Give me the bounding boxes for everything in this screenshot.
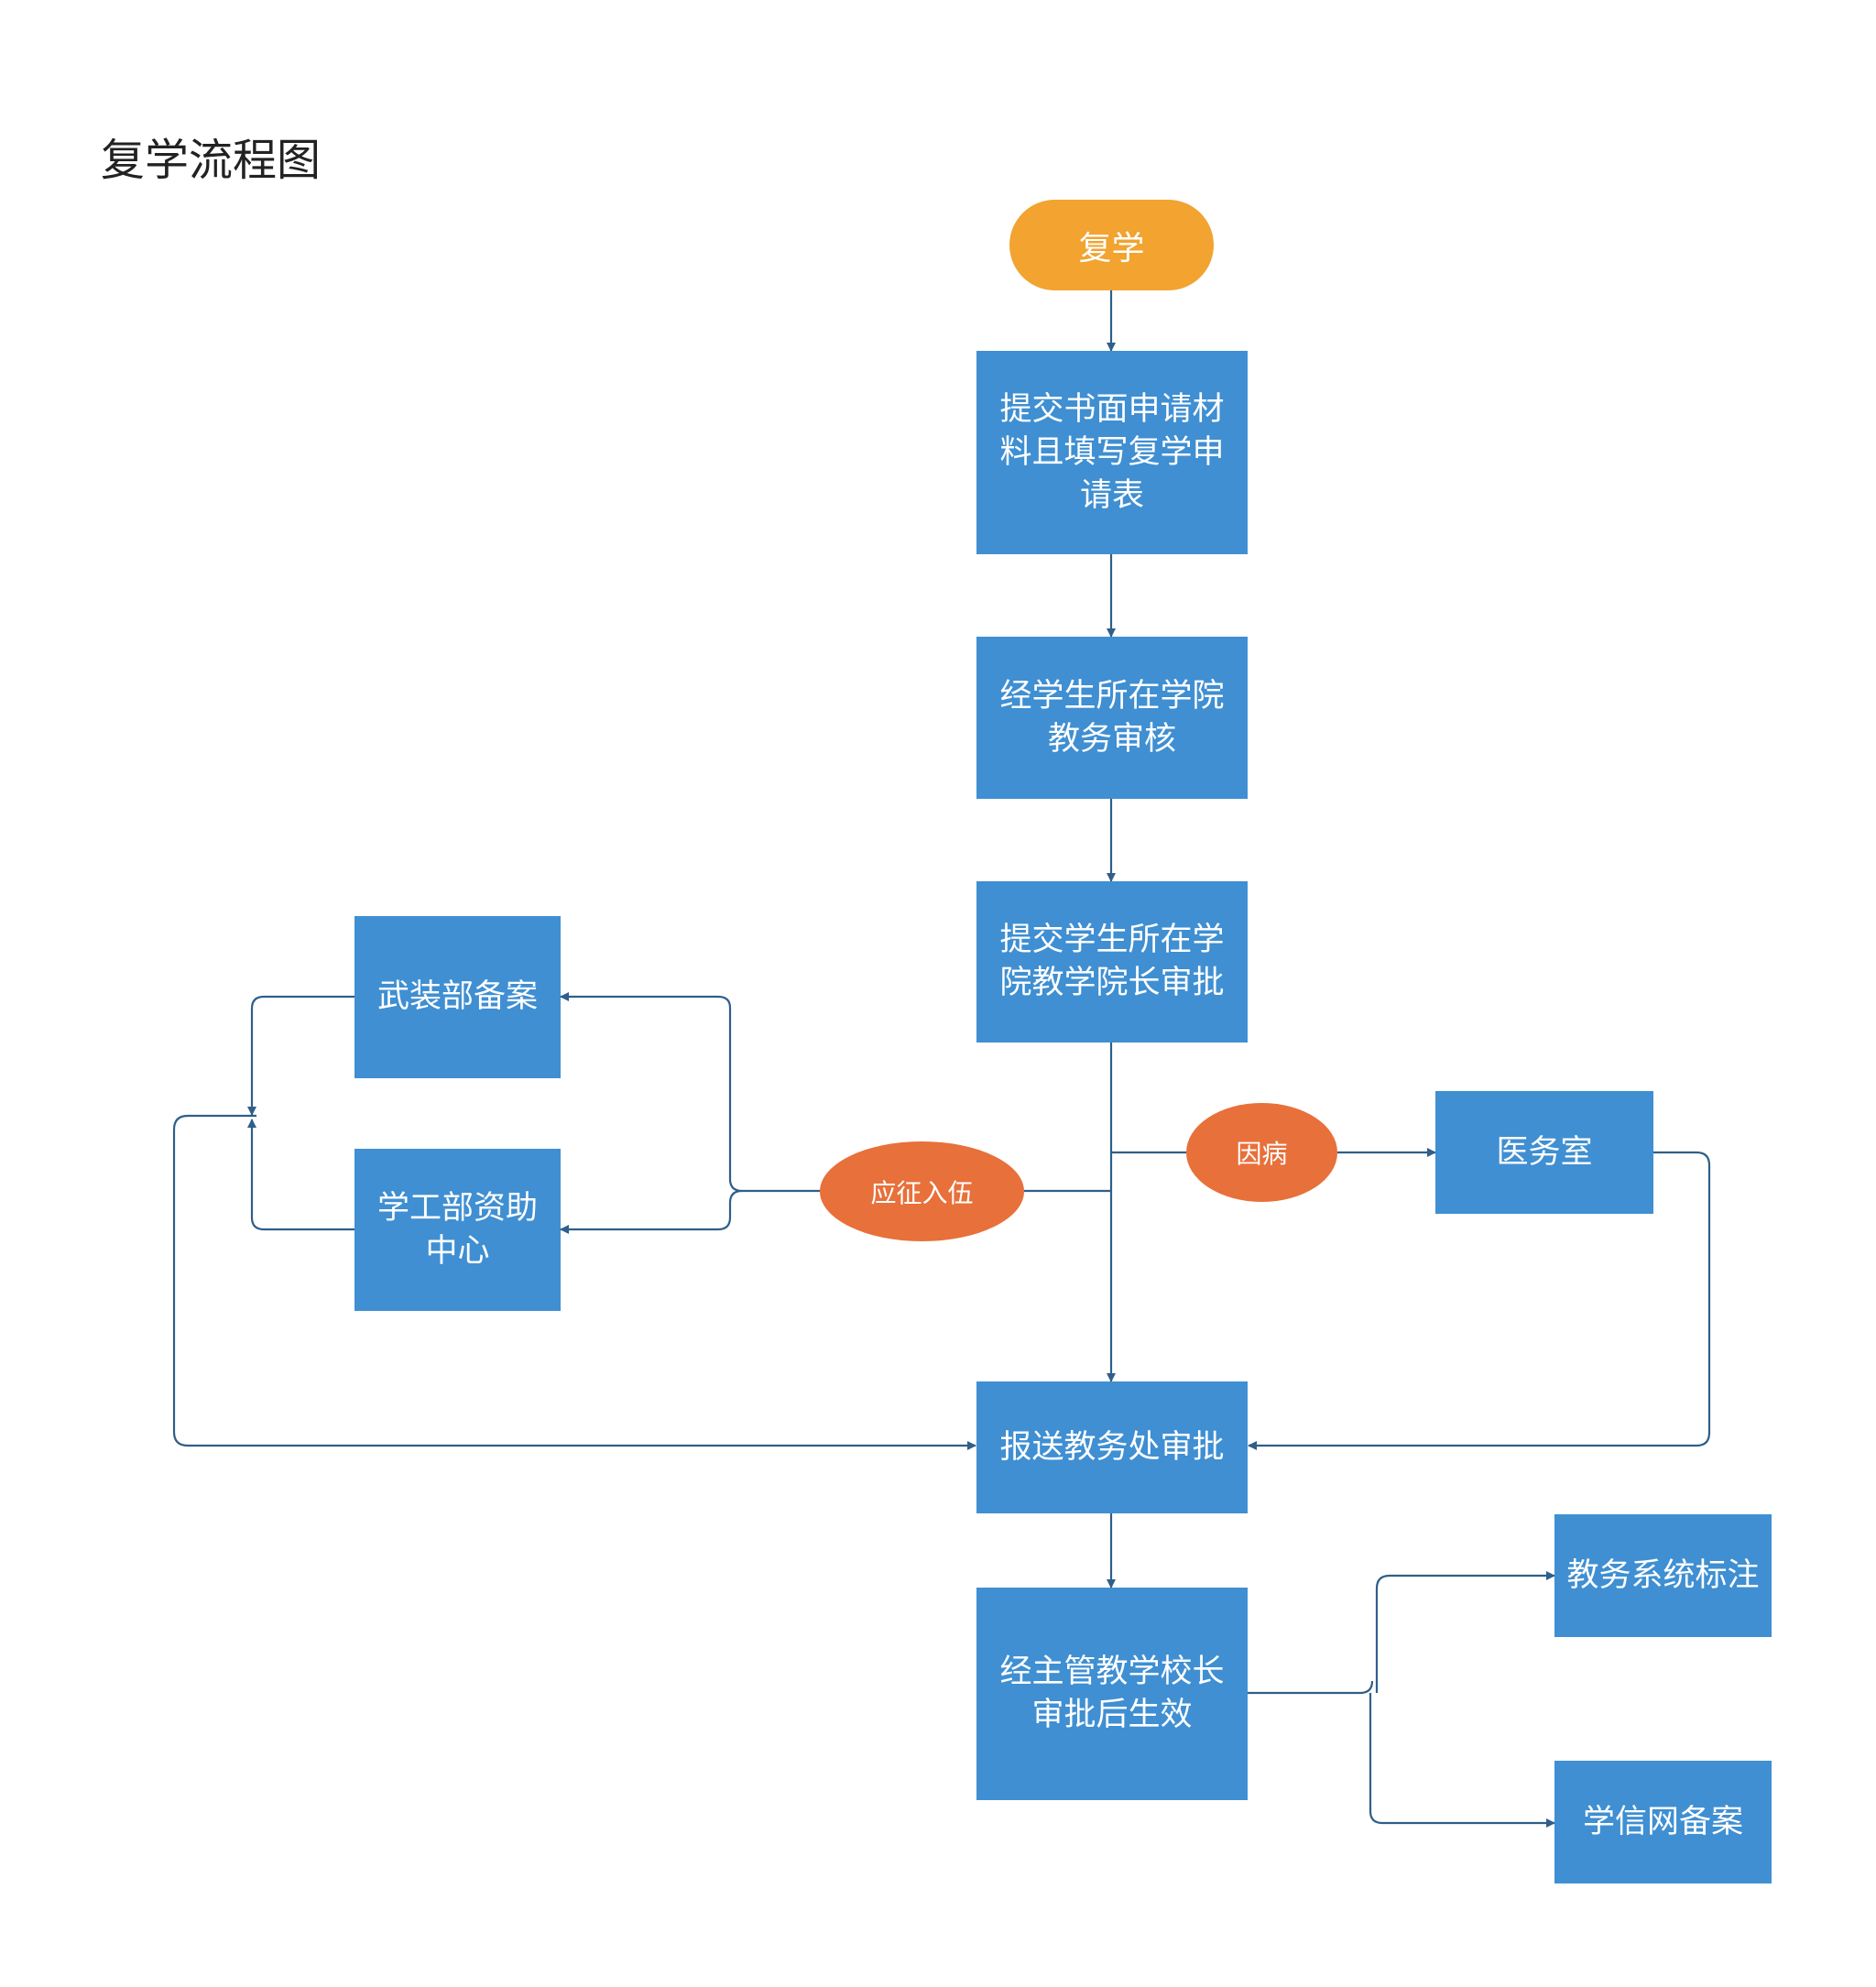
illness-decision: 因病: [1186, 1103, 1337, 1202]
student-affairs-node: 学工部资助中心: [354, 1149, 561, 1311]
principal-node: 经主管教学校长审批后生效: [976, 1588, 1248, 1800]
enlist-decision: 应征入伍: [820, 1141, 1024, 1241]
start-label: 复学: [1078, 229, 1145, 267]
arrow-split-chsi: [1369, 1693, 1555, 1828]
college-review-node: 经学生所在学院教务审核: [976, 637, 1248, 799]
enlist-label: 应征入伍: [870, 1177, 974, 1208]
submit-label: 提交书面申请材料且填写复学申请表: [999, 390, 1225, 514]
start-node: 复学: [1009, 200, 1214, 290]
line-clinic-academic: [1248, 1151, 1711, 1450]
illness-label: 因病: [1236, 1139, 1288, 1169]
arrow-student-merge: [247, 1119, 354, 1231]
arrow-split-system: [1375, 1571, 1555, 1694]
submit-node: 提交书面申请材料且填写复学申请表: [976, 351, 1248, 554]
student-affairs-label: 学工部资助中心: [376, 1189, 538, 1270]
system-mark-node: 教务系统标注: [1554, 1514, 1772, 1637]
principal-label: 经主管教学校长审批后生效: [999, 1654, 1225, 1733]
arrow-armed-merge: [247, 995, 354, 1116]
chsi-node: 学信网备案: [1554, 1761, 1772, 1883]
armed-forces-node: 武装部备案: [354, 916, 561, 1078]
arrow-merge-academic: [172, 1114, 976, 1450]
academic-affairs-label: 报送教务处审批: [999, 1428, 1225, 1466]
college-review-label: 经学生所在学院教务审核: [999, 677, 1225, 758]
clinic-label: 医务室: [1496, 1133, 1593, 1171]
arrow-enlist-student: [560, 1189, 743, 1234]
clinic-node: 医务室: [1435, 1091, 1653, 1214]
armed-forces-label: 武装部备案: [376, 978, 538, 1015]
arrow-enlist-armed: [560, 992, 820, 1193]
chsi-label: 学信网备案: [1582, 1803, 1743, 1840]
academic-affairs-node: 报送教务处审批: [976, 1381, 1248, 1513]
line-principal-split: [1248, 1680, 1374, 1695]
dean-approval-label: 提交学生所在学院教学院长审批: [999, 922, 1225, 1001]
page-title: 复学流程图: [101, 135, 322, 186]
dean-approval-node: 提交学生所在学院教学院长审批: [976, 881, 1248, 1043]
system-mark-label: 教务系统标注: [1566, 1556, 1760, 1594]
